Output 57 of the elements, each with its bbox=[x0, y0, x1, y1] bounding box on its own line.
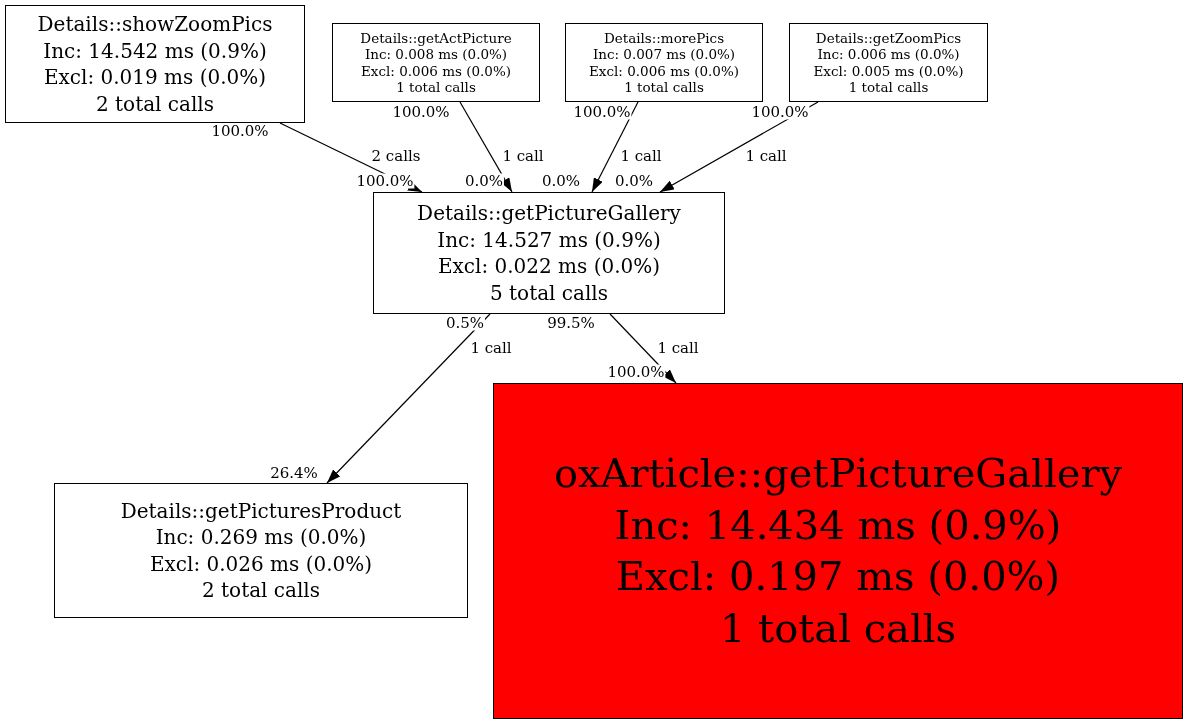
call-count: 5 total calls bbox=[489, 279, 609, 306]
percentage-label: 0.0% bbox=[463, 173, 505, 189]
inclusive-time: Inc: 0.008 ms (0.0%) bbox=[364, 46, 508, 63]
call-count: 1 total calls bbox=[624, 79, 704, 96]
function-name: Details::showZoomPics bbox=[37, 11, 273, 38]
call-arrow bbox=[591, 101, 639, 193]
edge-label: 1 call bbox=[656, 340, 700, 356]
function-name: Details::getActPicture bbox=[360, 29, 512, 46]
call-count: 2 total calls bbox=[95, 90, 215, 117]
function-name: Details::getPictureGallery bbox=[417, 200, 681, 227]
exclusive-time: Excl: 0.197 ms (0.0%) bbox=[615, 552, 1061, 601]
inclusive-time: Inc: 0.269 ms (0.0%) bbox=[155, 524, 367, 551]
exclusive-time: Excl: 0.006 ms (0.0%) bbox=[361, 62, 511, 79]
call-arrow bbox=[609, 313, 677, 384]
percentage-label: 100.0% bbox=[355, 173, 415, 189]
call-arrow bbox=[459, 101, 513, 193]
percentage-label: 26.4% bbox=[269, 465, 319, 481]
function-box bbox=[373, 192, 725, 314]
function-box bbox=[5, 5, 305, 123]
percentage-label: 100.0% bbox=[572, 104, 632, 120]
exclusive-time: Excl: 0.005 ms (0.0%) bbox=[813, 62, 964, 79]
hot-function-box bbox=[493, 383, 1183, 719]
call-count: 2 total calls bbox=[201, 577, 321, 604]
edge-label: 1 call bbox=[469, 340, 513, 356]
edge-label: 1 call bbox=[501, 148, 545, 164]
function-box bbox=[565, 23, 763, 102]
function-box bbox=[332, 23, 540, 102]
percentage-label: 100.0% bbox=[391, 104, 451, 120]
function-name: Details::morePics bbox=[603, 29, 725, 46]
exclusive-time: Excl: 0.026 ms (0.0%) bbox=[149, 550, 373, 577]
exclusive-time: Excl: 0.022 ms (0.0%) bbox=[437, 253, 661, 280]
exclusive-time: Excl: 0.006 ms (0.0%) bbox=[589, 62, 739, 79]
inclusive-time: Inc: 14.434 ms (0.9%) bbox=[614, 500, 1062, 550]
function-box bbox=[54, 483, 468, 618]
inclusive-time: Inc: 0.007 ms (0.0%) bbox=[592, 46, 736, 63]
function-name: Details::getZoomPics bbox=[815, 29, 962, 46]
call-count: 1 total calls bbox=[719, 603, 957, 653]
inclusive-time: Inc: 14.542 ms (0.9%) bbox=[43, 37, 267, 64]
percentage-label: 0.5% bbox=[444, 315, 486, 331]
function-box bbox=[789, 23, 988, 102]
inclusive-time: Inc: 0.006 ms (0.0%) bbox=[817, 46, 960, 63]
percentage-label: 100.0% bbox=[606, 364, 666, 380]
edge-label: 2 calls bbox=[370, 148, 422, 164]
percentage-label: 100.0% bbox=[210, 123, 270, 139]
call-arrow bbox=[326, 313, 491, 484]
percentage-label: 0.0% bbox=[540, 173, 582, 189]
percentage-label: 99.5% bbox=[546, 315, 596, 331]
percentage-label: 100.0% bbox=[750, 104, 810, 120]
edge-label: 1 call bbox=[619, 148, 663, 164]
percentage-label: 0.0% bbox=[613, 173, 655, 189]
exclusive-time: Excl: 0.019 ms (0.0%) bbox=[43, 64, 267, 91]
function-name: Details::getPicturesProduct bbox=[120, 497, 402, 524]
call-count: 1 total calls bbox=[396, 79, 476, 96]
edge-label: 1 call bbox=[744, 148, 788, 164]
call-count: 1 total calls bbox=[848, 79, 929, 96]
function-name: oxArticle::getPictureGallery bbox=[553, 449, 1123, 498]
inclusive-time: Inc: 14.527 ms (0.9%) bbox=[437, 226, 661, 253]
